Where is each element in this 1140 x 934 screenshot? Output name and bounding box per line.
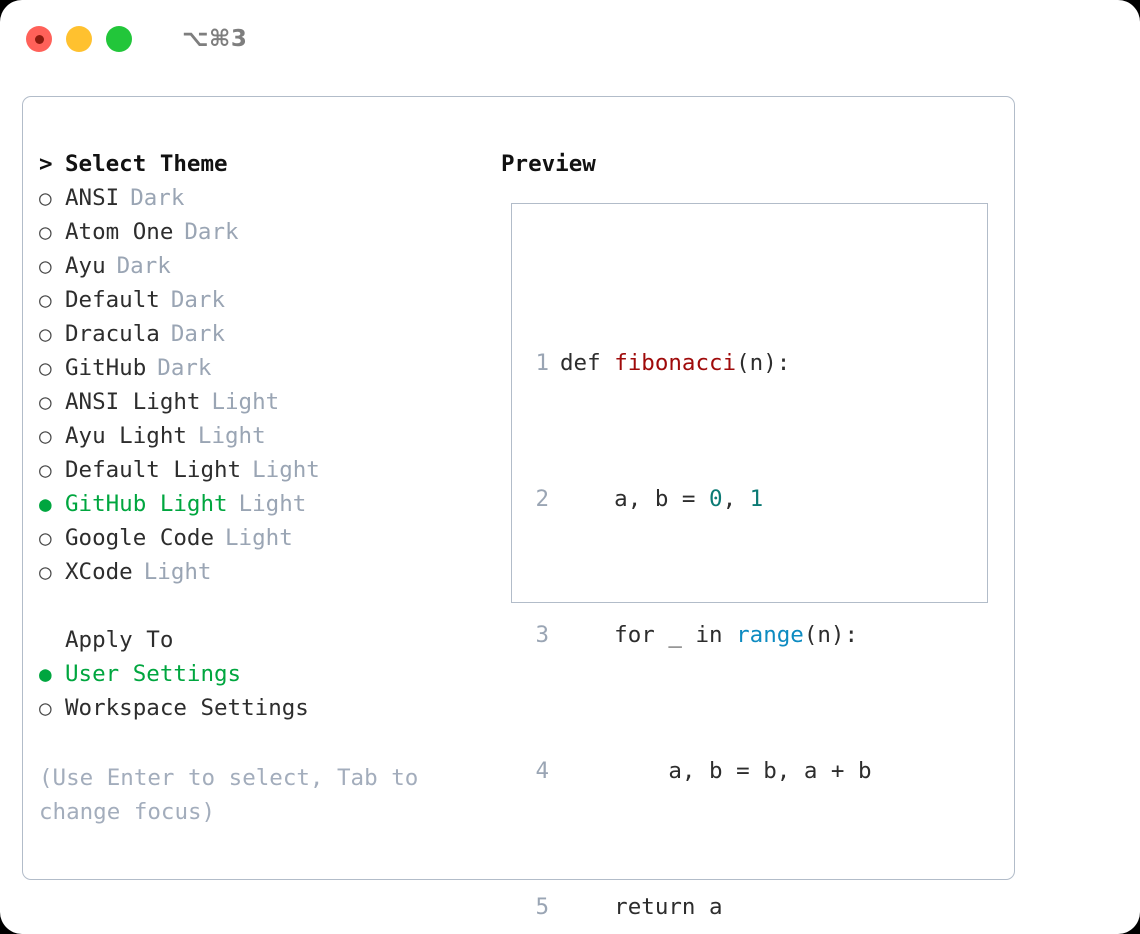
radio-unselected-icon[interactable]: ○ (39, 390, 52, 414)
apply-to-option-label: Workspace Settings (65, 695, 309, 721)
apply-to-option-label: User Settings (65, 661, 242, 687)
theme-option-ansi-light[interactable]: ○ ANSI Light Light (39, 385, 489, 419)
radio-unselected-icon[interactable]: ○ (39, 560, 52, 584)
main-panel: > Select Theme ○ ANSI Dark ○ Atom One Da… (22, 96, 1015, 920)
caret-icon: > (39, 151, 53, 177)
theme-option-badge: Dark (184, 219, 239, 245)
theme-option-ayu-light[interactable]: ○ Ayu Light Light (39, 419, 489, 453)
code-token: 0 (709, 486, 723, 512)
code-token: fibonacci (614, 350, 737, 376)
code-sample: 1 def fibonacci(n): 2 a, b = 0, 1 3 for … (523, 244, 981, 934)
radio-unselected-icon[interactable]: ○ (39, 526, 52, 550)
radio-unselected-icon[interactable]: ○ (39, 186, 52, 210)
code-token: def (560, 350, 615, 376)
theme-option-label: ANSI Light (65, 389, 201, 415)
theme-option-label: GitHub Light (65, 491, 228, 517)
code-token: return a (560, 894, 723, 920)
code-token: , (722, 486, 750, 512)
theme-option-badge: Dark (170, 321, 226, 347)
code-token: a, b = b, a + b (560, 758, 872, 784)
apply-to-user-settings[interactable]: ● User Settings (39, 657, 489, 691)
theme-option-badge: Light (238, 491, 307, 517)
line-number: 1 (535, 350, 549, 376)
code-token: (n): (803, 622, 859, 648)
theme-option-label: XCode (65, 559, 133, 585)
theme-option-atom-one-dark[interactable]: ○ Atom One Dark (39, 215, 489, 249)
theme-option-badge: Dark (170, 287, 226, 313)
theme-option-label: Ayu (65, 253, 106, 279)
theme-option-label: ANSI (65, 185, 120, 211)
line-number: 2 (535, 486, 549, 512)
radio-unselected-icon[interactable]: ○ (39, 458, 52, 482)
radio-unselected-icon[interactable]: ○ (39, 220, 52, 244)
theme-option-ansi-dark[interactable]: ○ ANSI Dark (39, 181, 489, 215)
theme-option-google-code-light[interactable]: ○ Google Code Light (39, 521, 489, 555)
theme-option-badge: Light (197, 423, 266, 449)
apply-to-header: Apply To (39, 623, 489, 657)
radio-selected-icon[interactable]: ● (39, 662, 52, 686)
theme-option-label: Dracula (65, 321, 160, 347)
code-token: a, b = (560, 486, 710, 512)
theme-option-badge: Light (252, 457, 320, 483)
close-button[interactable] (26, 26, 52, 52)
apply-to-workspace-settings[interactable]: ○ Workspace Settings (39, 691, 489, 725)
theme-option-badge: Light (225, 525, 293, 551)
theme-option-github-light[interactable]: ● GitHub Light Light (39, 487, 489, 521)
code-line: 1 def fibonacci(n): (523, 346, 981, 380)
radio-unselected-icon[interactable]: ○ (39, 322, 52, 346)
theme-option-badge: Light (143, 559, 212, 585)
preview-title: Preview (501, 151, 596, 177)
theme-option-xcode-light[interactable]: ○ XCode Light (39, 555, 489, 589)
theme-option-label: Ayu Light (65, 423, 187, 449)
select-theme-header-label: Select Theme (65, 151, 228, 177)
panel-body: > Select Theme ○ ANSI Dark ○ Atom One Da… (23, 97, 1014, 920)
keyboard-shortcut-label: ⌥⌘3 (182, 26, 248, 52)
record-indicator-icon (34, 34, 44, 44)
theme-option-badge: Dark (130, 185, 185, 211)
radio-selected-icon[interactable]: ● (39, 492, 52, 516)
line-number: 3 (535, 622, 549, 648)
theme-option-label: Default (65, 287, 160, 313)
theme-option-label: Google Code (65, 525, 215, 551)
section-spacer (39, 589, 489, 623)
radio-unselected-icon[interactable]: ○ (39, 288, 52, 312)
code-line: 5 return a (523, 890, 981, 924)
apply-to-header-label: Apply To (65, 627, 174, 653)
code-line: 3 for _ in range(n): (523, 618, 981, 652)
theme-option-default-light[interactable]: ○ Default Light Light (39, 453, 489, 487)
theme-option-label: Default Light (65, 457, 242, 483)
line-number: 5 (535, 894, 549, 920)
maximize-button[interactable] (106, 26, 132, 52)
theme-option-label: Atom One (65, 219, 174, 245)
preview-column: Preview 1 def fibonacci(n): 2 a, b = 0, … (501, 147, 1001, 920)
select-theme-header: > Select Theme (39, 147, 489, 181)
theme-option-dracula-dark[interactable]: ○ Dracula Dark (39, 317, 489, 351)
keyboard-hint-text: (Use Enter to select, Tab to change focu… (39, 765, 419, 825)
theme-option-ayu-dark[interactable]: ○ Ayu Dark (39, 249, 489, 283)
line-number: 4 (535, 758, 549, 784)
theme-option-badge: Dark (116, 253, 171, 279)
code-line: 4 a, b = b, a + b (523, 754, 981, 788)
code-line: 2 a, b = 0, 1 (523, 482, 981, 516)
theme-option-default-dark[interactable]: ○ Default Dark (39, 283, 489, 317)
minimize-button[interactable] (66, 26, 92, 52)
theme-option-label: GitHub (65, 355, 147, 381)
radio-unselected-icon[interactable]: ○ (39, 696, 52, 720)
title-bar: ⌥⌘3 (0, 0, 1140, 78)
code-token: for _ in (560, 622, 737, 648)
code-token: 1 (749, 486, 764, 512)
preview-box: 1 def fibonacci(n): 2 a, b = 0, 1 3 for … (511, 203, 988, 920)
code-token: range (736, 622, 804, 648)
theme-option-badge: Light (211, 389, 280, 415)
theme-option-badge: Dark (157, 355, 212, 381)
radio-unselected-icon[interactable]: ○ (39, 254, 52, 278)
radio-unselected-icon[interactable]: ○ (39, 356, 52, 380)
code-token: (n): (736, 350, 791, 376)
theme-picker-column: > Select Theme ○ ANSI Dark ○ Atom One Da… (39, 147, 489, 725)
theme-option-github-dark[interactable]: ○ GitHub Dark (39, 351, 489, 385)
radio-unselected-icon[interactable]: ○ (39, 424, 52, 448)
